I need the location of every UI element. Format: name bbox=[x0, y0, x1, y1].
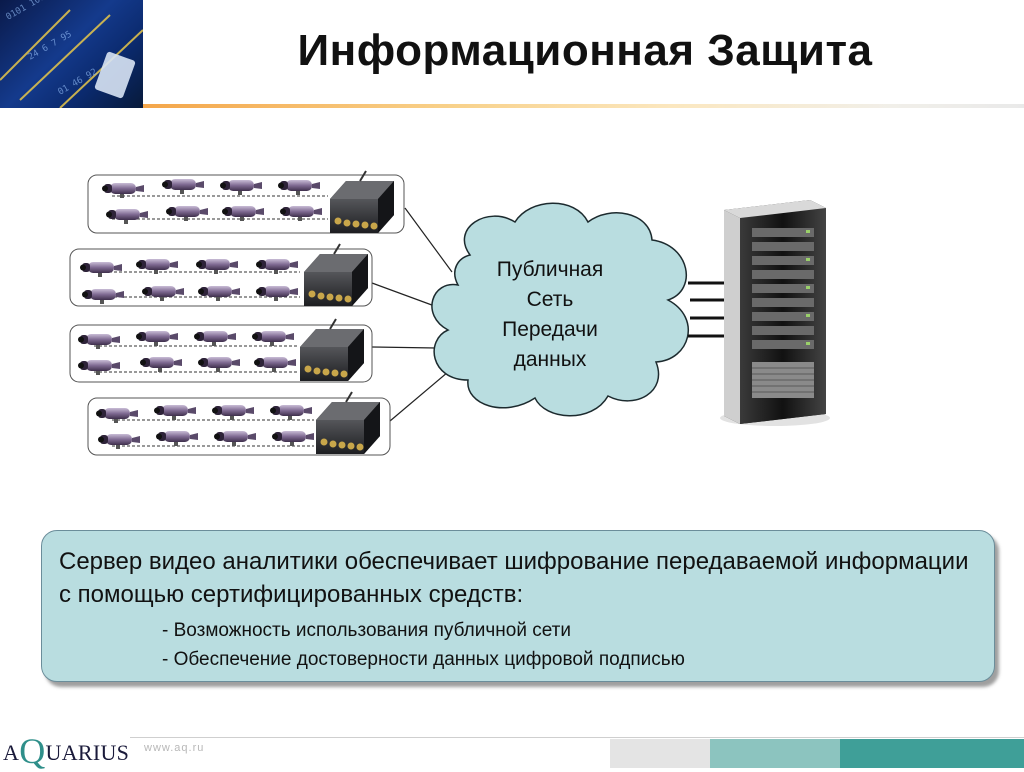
cloud-label-line-3: Передачи bbox=[502, 318, 598, 341]
aquarius-logo: AQUARIUS bbox=[3, 730, 129, 772]
digital-data-graphic: 0101 1011 24 6 7 95 01 46 92 bbox=[0, 0, 143, 108]
camera-group-4 bbox=[87, 391, 391, 456]
logo-q: Q bbox=[19, 731, 46, 771]
info-callout-box: Сервер видео аналитики обеспечивает шифр… bbox=[41, 530, 995, 682]
server-rack-icon bbox=[720, 200, 830, 426]
camera-group-1 bbox=[87, 170, 405, 234]
footer-accent-bar-1 bbox=[610, 739, 710, 768]
network-diagram bbox=[69, 170, 830, 456]
server-link-lines bbox=[688, 281, 724, 338]
corner-decorative-image: 0101 1011 24 6 7 95 01 46 92 bbox=[0, 0, 143, 108]
connection-lines bbox=[371, 207, 453, 422]
info-text: Сервер видео аналитики обеспечивает шифр… bbox=[59, 548, 969, 608]
cloud-label: Публичная Сеть Передачи данных bbox=[470, 255, 630, 375]
footer-accent-bar-2 bbox=[710, 739, 840, 768]
camera-group-3 bbox=[69, 318, 373, 383]
cloud-label-line-4: данных bbox=[513, 348, 587, 371]
public-network-cloud bbox=[431, 202, 689, 417]
footer-divider bbox=[130, 737, 1024, 738]
logo-prefix: A bbox=[3, 740, 20, 765]
title-underline bbox=[143, 104, 1024, 108]
info-bullet-1: - Возможность использования публичной се… bbox=[162, 620, 571, 641]
logo-suffix: UARIUS bbox=[45, 740, 130, 765]
footer-accent-bar-3 bbox=[840, 739, 1024, 768]
cloud-label-line-2: Сеть bbox=[526, 288, 574, 311]
cloud-label-line-1: Публичная bbox=[496, 258, 604, 281]
page-title: Информационная Защита bbox=[297, 26, 873, 75]
camera-group-2 bbox=[69, 243, 373, 307]
website-url: www.aq.ru bbox=[144, 742, 205, 754]
info-bullet-2: - Обеспечение достоверности данных цифро… bbox=[162, 649, 685, 670]
